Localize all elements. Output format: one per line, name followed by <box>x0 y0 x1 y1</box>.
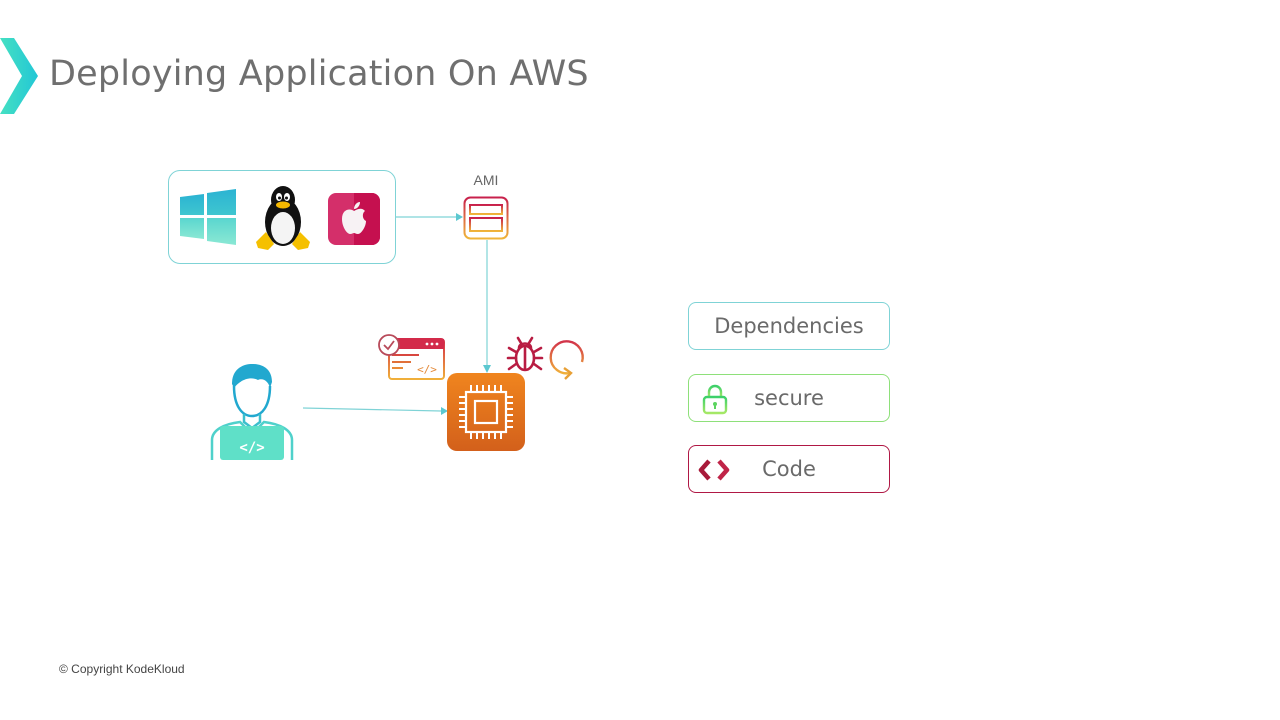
code-brackets-icon <box>698 459 730 481</box>
feature-dependencies: Dependencies <box>688 302 890 350</box>
feature-label: secure <box>754 386 824 410</box>
connector-ami-to-instance <box>483 240 491 373</box>
connector-developer-to-instance <box>303 407 448 415</box>
feature-code: Code <box>688 445 890 493</box>
linux-tux-icon <box>256 186 310 250</box>
refresh-icon <box>549 340 584 380</box>
feature-label: Code <box>762 457 816 481</box>
ec2-chip-icon[interactable] <box>447 373 525 451</box>
svg-text:</>: </> <box>417 363 437 376</box>
accent-chevron-icon <box>0 38 38 114</box>
ami-grid-icon <box>463 196 509 240</box>
svg-text:</>: </> <box>239 440 264 456</box>
copyright-footer: © Copyright KodeKloud <box>59 662 185 676</box>
feature-label: Dependencies <box>714 314 864 338</box>
lock-icon <box>702 384 728 415</box>
connector-os-to-ami <box>396 213 463 221</box>
windows-logo-icon <box>180 189 236 245</box>
apple-logo-icon <box>328 193 380 245</box>
developer-icon: </> <box>210 364 294 460</box>
slide-title: Deploying Application On AWS <box>49 54 589 94</box>
ami-label: AMI <box>473 172 499 188</box>
os-group-box <box>168 170 396 264</box>
bug-icon <box>506 336 544 372</box>
code-window-check-icon: </> <box>378 334 445 380</box>
feature-secure: secure <box>688 374 890 422</box>
